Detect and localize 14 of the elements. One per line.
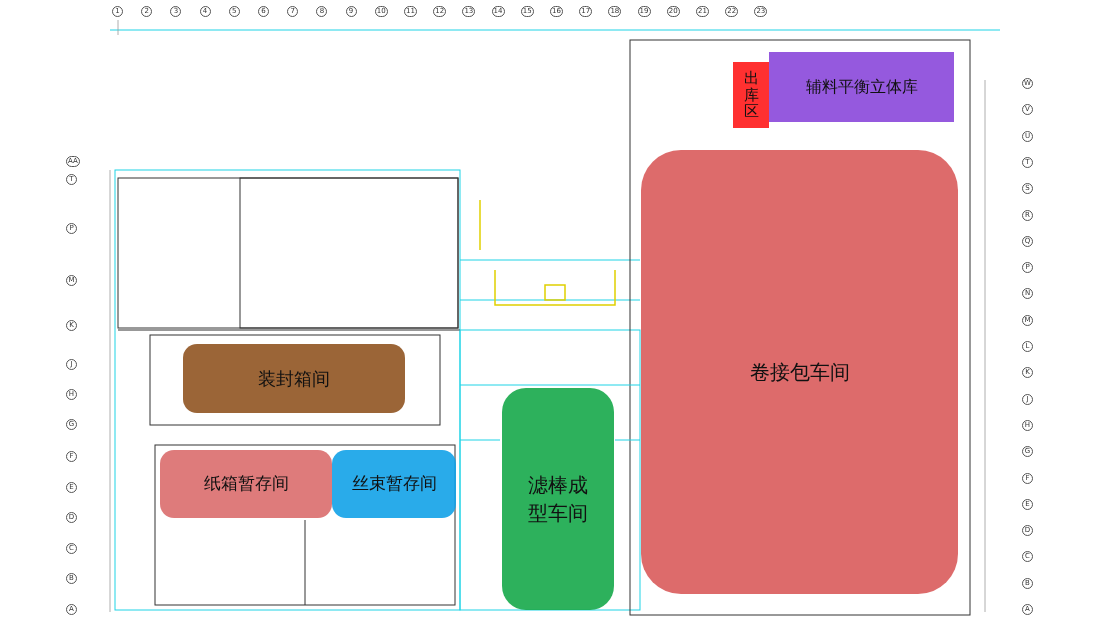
storage-zone: [160, 450, 332, 518]
zone-label: 卷接包车间: [749, 359, 850, 386]
storage-zone: [769, 52, 954, 122]
zone-label: 滤棒成型车间: [528, 472, 588, 527]
workshop-zone: [641, 150, 958, 594]
zone-label: 装封箱间: [258, 367, 330, 391]
workshop-zone: [502, 388, 614, 610]
zone-label: 出库区: [743, 70, 759, 120]
zone-label: 纸箱暂存间: [203, 472, 289, 496]
workshop-zone: [183, 344, 405, 413]
storage-zone: [733, 62, 769, 128]
storage-zone: [332, 450, 456, 518]
zone-label: 丝束暂存间: [351, 472, 437, 496]
zone-label: 辅料平衡立体库: [805, 76, 918, 98]
